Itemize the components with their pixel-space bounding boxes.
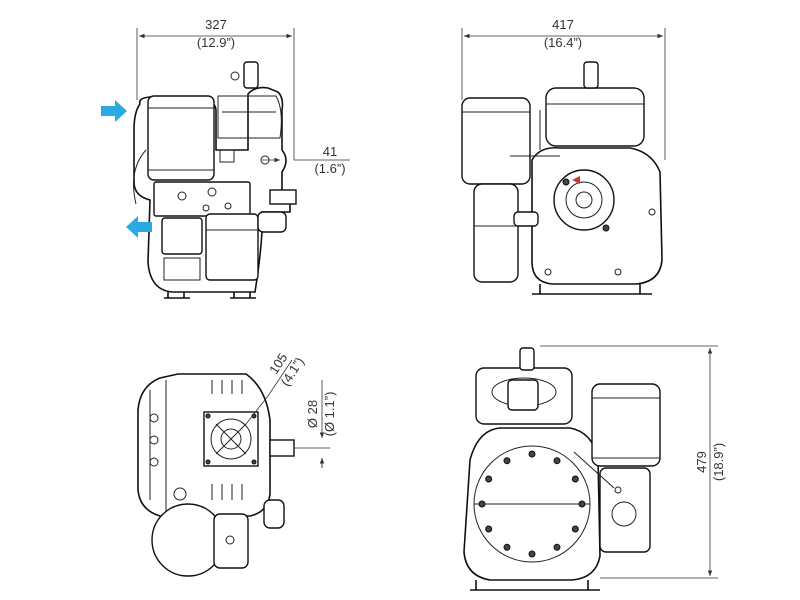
bolt <box>503 543 511 551</box>
dimension-shaft-protrusion: 41 (1.6”) <box>262 144 350 176</box>
bolt <box>578 500 586 508</box>
bolt-circle <box>478 450 586 558</box>
front-view: 417 (16.4”) <box>461 17 666 295</box>
bolt <box>553 543 561 551</box>
dimension-flange-size: 105 (4.1”) <box>245 350 307 425</box>
cooling-fins <box>211 380 243 500</box>
front-width-value: 417 <box>552 17 574 32</box>
bolt <box>485 525 493 533</box>
rear-view: 479 (18.9”) <box>463 345 726 591</box>
inlet-arrow-icon <box>101 100 127 122</box>
height-value: 479 <box>694 451 709 473</box>
height-imperial: (18.9”) <box>711 443 726 481</box>
bolt <box>571 475 579 483</box>
bolt <box>571 525 579 533</box>
side-width-value: 327 <box>205 17 227 32</box>
shaft-protrusion-value: 41 <box>323 144 337 159</box>
dimension-front-width: 417 (16.4”) <box>461 17 666 160</box>
shaft-protrusion-imperial: (1.6”) <box>314 161 345 176</box>
top-view: 105 (4.1”) Ø 28 (Ø 1.1”) <box>137 350 337 577</box>
side-view: 327 (12.9”) <box>101 17 350 299</box>
bolt <box>528 550 536 558</box>
bolt <box>528 450 536 458</box>
front-width-imperial: (16.4”) <box>544 35 582 50</box>
shaft-diameter-imperial: (Ø 1.1”) <box>322 392 337 437</box>
dimension-shaft-diameter: Ø 28 (Ø 1.1”) <box>305 380 337 468</box>
side-width-imperial: (12.9”) <box>197 35 235 50</box>
dimension-height: 479 (18.9”) <box>540 345 726 579</box>
shaft-diameter-value: Ø 28 <box>305 400 320 428</box>
bolt <box>503 457 511 465</box>
bolt <box>485 475 493 483</box>
outlet-arrow-icon <box>126 216 152 238</box>
bolt <box>553 457 561 465</box>
dimension-side-width: 327 (12.9”) <box>136 17 295 160</box>
bolt <box>478 500 486 508</box>
